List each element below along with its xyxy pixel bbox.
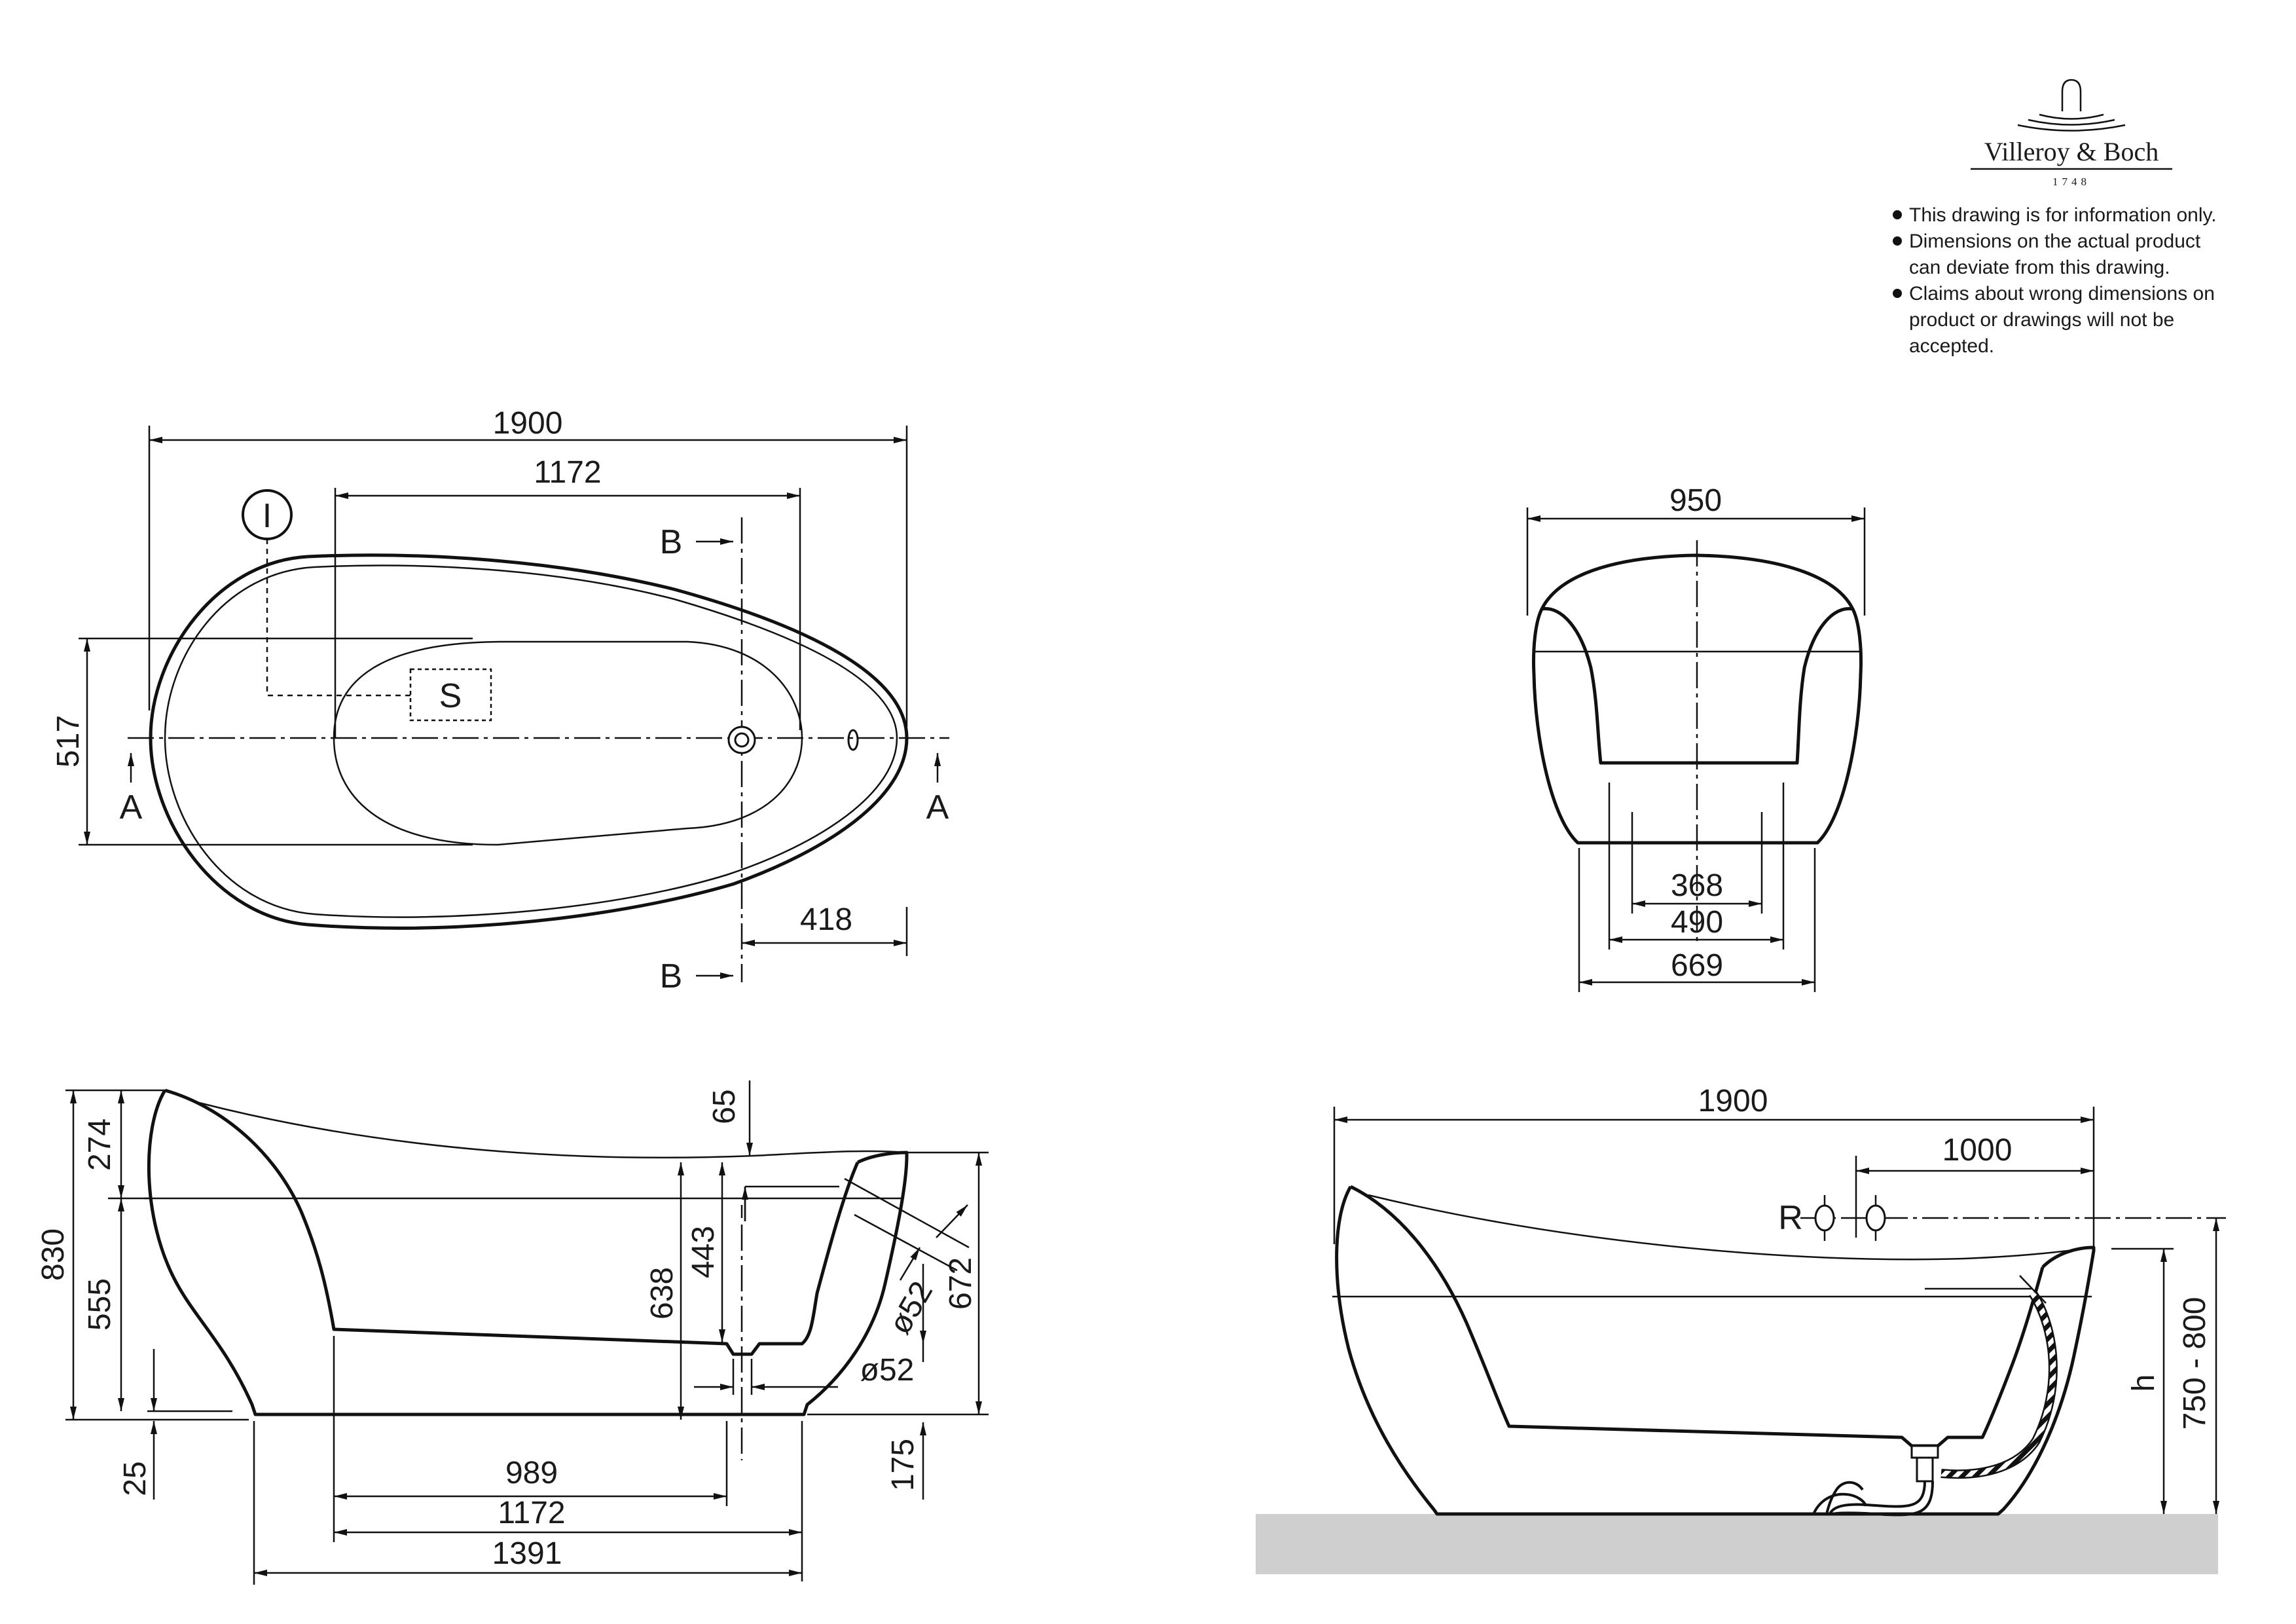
dim-lower: 555	[82, 1278, 117, 1331]
h-label: h	[2126, 1375, 2161, 1392]
overflow-marker-label: I	[263, 497, 272, 535]
dim-drain-offset: 418	[800, 902, 852, 937]
dim-base-989: 989	[505, 1456, 558, 1490]
seat-marker-box	[409, 668, 492, 722]
drain-outer	[727, 726, 756, 754]
overflow-chain	[1941, 1291, 2058, 1479]
siphon-trap	[1825, 1481, 1864, 1515]
dim-total-height: 830	[36, 1228, 71, 1281]
dim-water-depth: 443	[686, 1226, 721, 1278]
fitting-icon	[1814, 1204, 1835, 1232]
note-line: can deviate from this drawing.	[1909, 257, 2170, 278]
dim-end-base-outer: 669	[1671, 948, 1723, 983]
drain-inner	[734, 732, 750, 748]
dim-end-width: 950	[1669, 483, 1722, 518]
dim-top-length: 1900	[493, 406, 563, 441]
dim-end-base-inner: 368	[1671, 868, 1723, 903]
brand-logo: Villeroy & Boch 1748	[1971, 79, 2172, 188]
section-view: 830 274 555 25 65 638 443 672 ø52	[36, 1080, 989, 1585]
bullet	[1893, 289, 1902, 298]
section-outer-shell	[147, 1089, 909, 1416]
note-line: product or drawings will not be	[1909, 309, 2174, 331]
dim-drain-dia: ø52	[860, 1353, 915, 1388]
side-head-rest	[1349, 1185, 2045, 1448]
siphon-pipe	[1829, 1481, 1926, 1515]
dim-inner-depth: 638	[645, 1267, 680, 1320]
dim-overflow-dia: ø52	[883, 1276, 939, 1340]
tub-inner-rim	[164, 564, 898, 918]
dim-foot: 25	[118, 1461, 153, 1496]
section-a-left: A	[120, 788, 143, 826]
fitting-label: R	[1778, 1199, 1803, 1237]
note-line: Claims about wrong dimensions on	[1909, 283, 2215, 304]
dim-top-inner-length: 1172	[534, 455, 601, 490]
note-line: Dimensions on the actual product	[1909, 231, 2201, 252]
water-line	[2028, 119, 2115, 126]
dim-top-width: 517	[51, 715, 86, 767]
dim-upper: 274	[82, 1118, 117, 1171]
dim-base-1172: 1172	[498, 1496, 565, 1530]
dim-h-range: 750 - 800	[2178, 1297, 2212, 1430]
section-head-rest	[164, 1088, 860, 1356]
dim-side-length: 1900	[1698, 1084, 1768, 1118]
end-view-cavity	[1541, 607, 1853, 765]
section-b-bottom: B	[660, 957, 683, 995]
faucet-icon	[2061, 79, 2082, 111]
dim-rim-offset: 65	[707, 1089, 742, 1124]
fitting-icon	[1865, 1204, 1886, 1232]
floor	[1256, 1514, 2218, 1574]
section-b-top: B	[660, 523, 683, 561]
disclaimer-notes: This drawing is for information only. Di…	[1893, 204, 2217, 357]
brand-year: 1748	[2052, 175, 2090, 188]
dim-base-1391: 1391	[492, 1536, 562, 1571]
section-a-right: A	[926, 788, 949, 826]
side-outer-shell	[1335, 1185, 2096, 1516]
section-rim-curve	[196, 1101, 907, 1158]
siphon-pipe	[1832, 1481, 1934, 1517]
overflow-hole	[847, 729, 859, 751]
seat-marker-label: S	[439, 677, 462, 715]
marker-leader	[266, 539, 410, 697]
dim-drain-height: 175	[886, 1439, 920, 1491]
dim-fitting-offset: 1000	[1942, 1133, 2013, 1168]
tub-outer-rim	[149, 553, 909, 930]
note-line: accepted.	[1909, 335, 1994, 357]
end-view-body	[1532, 553, 1863, 845]
top-view: 1900 1172 517 418 A A B B I S	[51, 406, 949, 995]
bullet	[1893, 236, 1902, 246]
drain-fitting	[1916, 1456, 1934, 1483]
side-rim-curve	[1368, 1194, 2094, 1261]
side-view: 1900 1000 R h 750 - 800	[1256, 1084, 2226, 1574]
tub-basin	[333, 640, 803, 846]
dim-end-base-mid: 490	[1671, 905, 1723, 940]
end-view: 950 368 490 669	[1526, 483, 1866, 992]
water-line	[2017, 124, 2126, 132]
bullet	[1893, 210, 1902, 219]
drain-fitting	[1910, 1445, 1939, 1459]
brand-name: Villeroy & Boch	[1984, 137, 2159, 166]
water-line	[2039, 113, 2104, 120]
note-line: This drawing is for information only.	[1909, 204, 2217, 226]
